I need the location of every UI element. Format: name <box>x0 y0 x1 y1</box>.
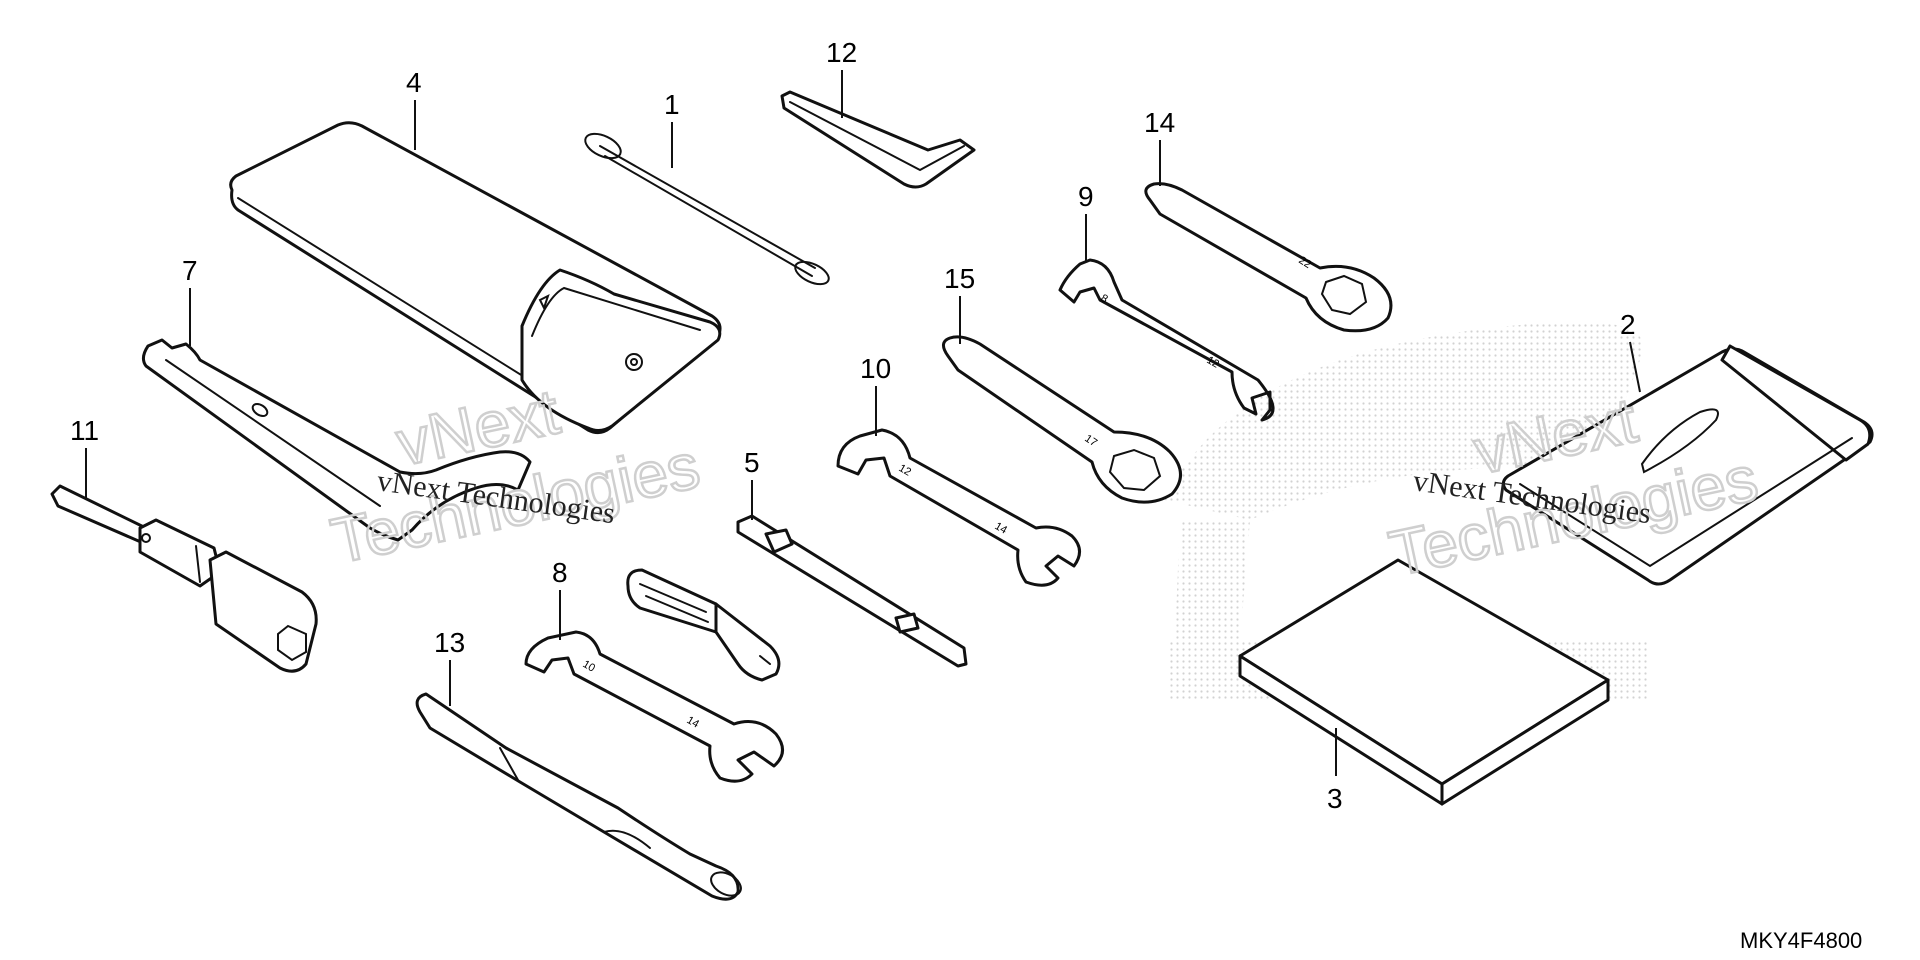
part-10-open-wrench[interactable]: 12 14 <box>836 428 1081 587</box>
part-11-plug-wrench[interactable] <box>50 484 318 673</box>
part-12-hex-key[interactable] <box>780 90 976 189</box>
part-1-pin[interactable] <box>582 129 833 289</box>
part-15-box-wrench[interactable]: 17 <box>942 335 1182 504</box>
part-number-8: 8 <box>552 557 568 588</box>
wrench-14-marking: 22 <box>1296 254 1313 271</box>
wrench-8a-marking: 10 <box>581 658 598 675</box>
part-number-1: 1 <box>664 89 680 120</box>
part-number-3: 3 <box>1327 783 1343 814</box>
wrench-10b-marking: 14 <box>993 520 1010 537</box>
part-5-screwdriver-bit[interactable] <box>736 514 968 668</box>
part-number-10: 10 <box>860 353 891 384</box>
part-9-open-wrench[interactable]: 8 12 <box>1058 258 1275 422</box>
part-number-12: 12 <box>826 37 857 68</box>
part-2-pouch[interactable] <box>1501 344 1874 586</box>
leader-lines <box>85 70 1641 776</box>
part-7-pin-spanner[interactable] <box>141 338 532 542</box>
part-number-4: 4 <box>406 67 422 98</box>
wrench-9a-marking: 8 <box>1099 292 1110 305</box>
part-4-tool-bag[interactable] <box>229 121 722 435</box>
part-14-box-wrench[interactable]: 22 <box>1144 182 1393 333</box>
wrench-8b-marking: 14 <box>685 714 702 731</box>
part-number-13: 13 <box>434 627 465 658</box>
part-number-5: 5 <box>744 447 760 478</box>
part-number-2: 2 <box>1620 309 1636 340</box>
part-number-labels: 4 1 12 14 9 15 10 7 11 5 8 13 2 3 <box>70 37 1636 814</box>
wrench-15-marking: 17 <box>1082 433 1099 450</box>
drawing-code: MKY4F4800 <box>1740 928 1862 953</box>
part-number-7: 7 <box>182 255 198 286</box>
part-number-14: 14 <box>1144 107 1175 138</box>
part-number-11: 11 <box>70 415 99 446</box>
part-3-manual-book[interactable] <box>1238 558 1610 806</box>
wrench-10a-marking: 12 <box>897 462 914 479</box>
part-number-15: 15 <box>944 263 975 294</box>
part-8-open-wrench[interactable]: 10 14 <box>524 630 784 783</box>
part-number-9: 9 <box>1078 181 1094 212</box>
part-6-screwdriver-handle[interactable] <box>626 568 781 682</box>
wrench-9b-marking: 12 <box>1205 354 1222 371</box>
part-13-handle-bar[interactable] <box>415 692 745 901</box>
